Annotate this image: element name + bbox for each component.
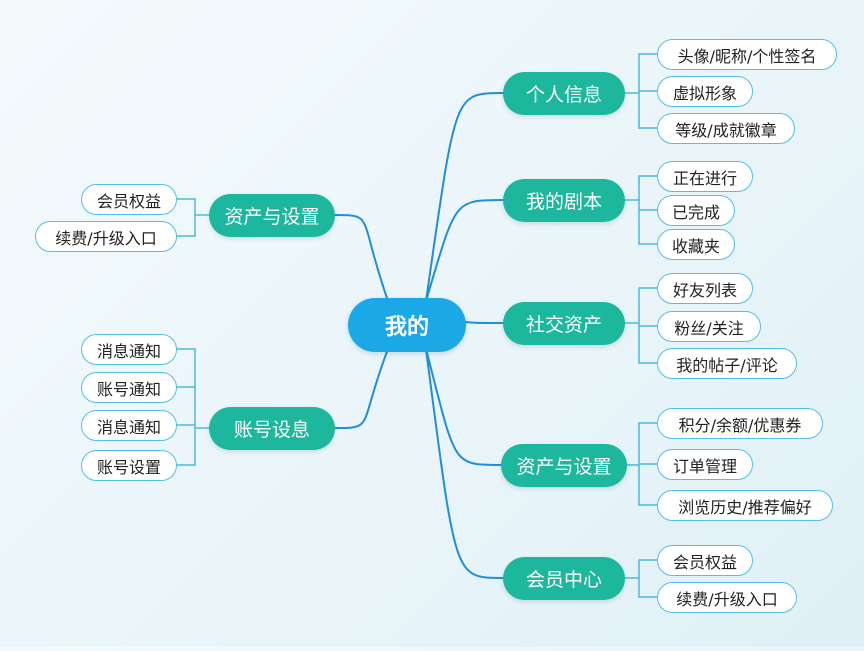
leaf-node[interactable]: 续费/升级入口: [35, 221, 177, 252]
leaf-node[interactable]: 会员权益: [81, 184, 177, 215]
leaf-node[interactable]: 浏览历史/推荐偏好: [657, 490, 833, 521]
leaf-node[interactable]: 积分/余额/优惠券: [657, 408, 823, 439]
branch-connector: [425, 348, 504, 579]
leaf-node[interactable]: 消息通知: [81, 410, 177, 441]
leaf-node[interactable]: 会员权益: [657, 545, 753, 576]
branch-account-settings[interactable]: 账号设息: [209, 407, 335, 450]
leaf-node[interactable]: 粉丝/关注: [657, 311, 761, 342]
leaf-node[interactable]: 等级/成就徽章: [657, 113, 795, 144]
leaf-node[interactable]: 已完成: [657, 195, 735, 226]
branch-social-assets[interactable]: 社交资产: [503, 302, 625, 345]
branch-member-center[interactable]: 会员中心: [503, 557, 625, 600]
leaf-node[interactable]: 账号通知: [81, 372, 177, 403]
leaf-node[interactable]: 正在进行: [657, 161, 753, 192]
leaf-node[interactable]: 我的帖子/评论: [657, 348, 797, 379]
leaf-node[interactable]: 账号设置: [81, 450, 177, 481]
branch-connector: [425, 348, 502, 466]
leaf-node[interactable]: 好友列表: [657, 273, 753, 304]
branch-my-scripts[interactable]: 我的剧本: [503, 179, 625, 222]
branch-connector: [425, 199, 504, 302]
leaf-node[interactable]: 续费/升级入口: [657, 582, 797, 613]
leaf-node[interactable]: 收藏夹: [657, 229, 735, 260]
leaf-node[interactable]: 订单管理: [657, 449, 753, 480]
branch-connector: [334, 214, 389, 302]
root-node[interactable]: 我的: [348, 298, 466, 352]
branch-personal-info[interactable]: 个人信息: [503, 72, 625, 115]
leaf-node[interactable]: 虚拟形象: [657, 76, 753, 107]
branch-connector: [425, 92, 504, 302]
leaf-node[interactable]: 消息通知: [81, 334, 177, 365]
branch-assets-settings-right[interactable]: 资产与设置: [501, 444, 627, 487]
branch-assets-settings-left[interactable]: 资产与设置: [209, 194, 335, 237]
leaf-node[interactable]: 头像/昵称/个性签名: [657, 39, 837, 70]
branch-connector: [334, 348, 389, 429]
